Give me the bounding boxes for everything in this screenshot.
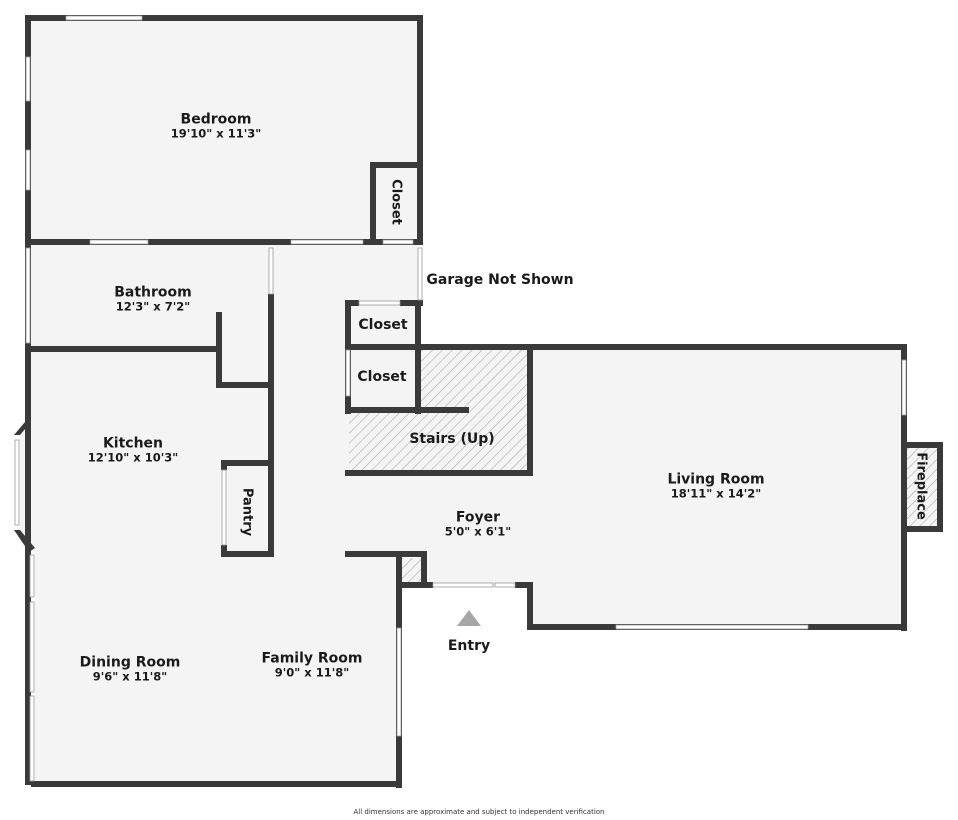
room-name: Foyer	[455, 509, 501, 526]
window	[345, 349, 351, 397]
garage-note: Garage Not Shown	[426, 271, 574, 288]
window	[25, 149, 31, 191]
room-name: Bedroom	[180, 111, 252, 128]
window	[358, 300, 401, 306]
room-dimensions: 5'0" x 6'1"	[444, 524, 512, 539]
foyer-floor	[349, 475, 531, 555]
window	[268, 247, 274, 295]
room-name: Living Room	[667, 471, 765, 488]
stairs-hatch	[349, 412, 529, 474]
window	[29, 695, 35, 782]
room-dimensions: 9'6" x 11'8"	[92, 669, 168, 684]
floor-areas	[20, 20, 904, 784]
room-label-bedroom: Bedroom 19'10" x 11'3"	[171, 111, 261, 140]
pantry-label: Pantry	[239, 487, 255, 537]
stairs-label: Stairs (Up)	[409, 430, 495, 447]
room-dimensions: 9'0" x 11'8"	[274, 665, 350, 680]
room-label-living-room: Living Room 18'11" x 14'2"	[667, 471, 764, 500]
room-label-foyer: Foyer 5'0" x 6'1"	[445, 509, 511, 538]
living-floor	[531, 349, 904, 626]
room-dimensions: 12'3" x 7'2"	[115, 299, 191, 314]
room-name: Dining Room	[79, 654, 181, 671]
window	[382, 239, 414, 245]
room-label-bathroom: Bathroom 12'3" x 7'2"	[114, 284, 192, 313]
bedroom-closet-label: Closet	[388, 179, 404, 225]
stairs-upper-hatch	[421, 349, 529, 412]
window	[901, 359, 907, 416]
window	[432, 582, 494, 588]
closet-upper-label: Closet	[358, 316, 408, 333]
window	[615, 624, 809, 630]
room-dimensions: 18'11" x 14'2"	[670, 486, 762, 501]
bedroom-floor	[31, 20, 418, 241]
window	[494, 582, 516, 588]
room-name: Family Room	[261, 650, 363, 667]
room-label-dining-room: Dining Room 9'6" x 11'8"	[80, 654, 181, 683]
entry-arrow-icon	[457, 610, 481, 626]
closet-lower-label: Closet	[357, 368, 407, 385]
window	[29, 601, 35, 693]
foyer-connector	[425, 555, 531, 587]
fireplace-hatch	[906, 448, 938, 527]
room-dimensions: 12'10" x 10'3"	[87, 450, 179, 465]
footer-disclaimer: All dimensions are approximate and subje…	[353, 808, 605, 816]
fireplace-label: Fireplace	[913, 452, 929, 520]
window	[89, 239, 149, 245]
column-hatch	[402, 558, 424, 583]
room-name: Bathroom	[114, 284, 192, 301]
window	[29, 554, 35, 598]
room-label-family-room: Family Room 9'0" x 11'8"	[262, 650, 363, 679]
kitchen-dining-floor	[20, 349, 400, 784]
window	[65, 15, 143, 21]
window	[25, 247, 31, 344]
room-dimensions: 19'10" x 11'3"	[170, 126, 262, 141]
room-label-kitchen: Kitchen 12'10" x 10'3"	[88, 435, 178, 464]
window	[25, 56, 31, 102]
entry-label: Entry	[447, 637, 491, 654]
bathroom-floor	[31, 245, 274, 349]
room-name: Kitchen	[102, 435, 164, 452]
window	[221, 469, 227, 546]
window	[14, 439, 20, 526]
hatched-areas	[349, 349, 938, 583]
window	[396, 627, 402, 737]
window	[417, 247, 423, 301]
windows	[14, 15, 907, 782]
window	[290, 239, 364, 245]
